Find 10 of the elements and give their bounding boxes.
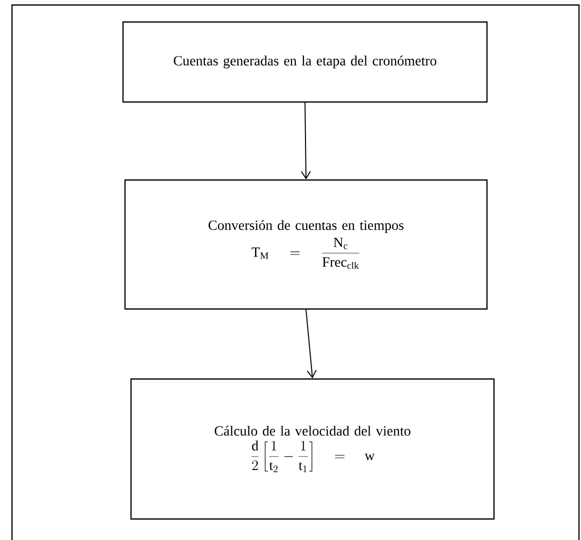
box-title: Cuentas generadas en la etapa del cronómetro	[174, 56, 436, 68]
formula: $\mathrm{T}_{\mathrm{M}} = \frac{\mathrm{N}_{\mathrm{c}}}{\mathrm{Frec}_{\mathrm{clk}}}$	[252, 238, 360, 269]
arrow	[306, 309, 317, 378]
process-box	[122, 21, 488, 103]
process-box	[124, 179, 488, 310]
box-title: Conversión de cuentas en tiempos	[208, 220, 404, 233]
formula: $\frac{\mathrm{d}}{2}\left[\frac{1}{\mathrm{t}_{2}} - \frac{1}{\mathrm{t}_{1}}\right] = \mathrm{w}$	[252, 440, 375, 472]
arrow	[300, 102, 311, 180]
process-box	[130, 378, 495, 520]
box-title: Cálculo de la velocidad del viento	[214, 426, 410, 436]
